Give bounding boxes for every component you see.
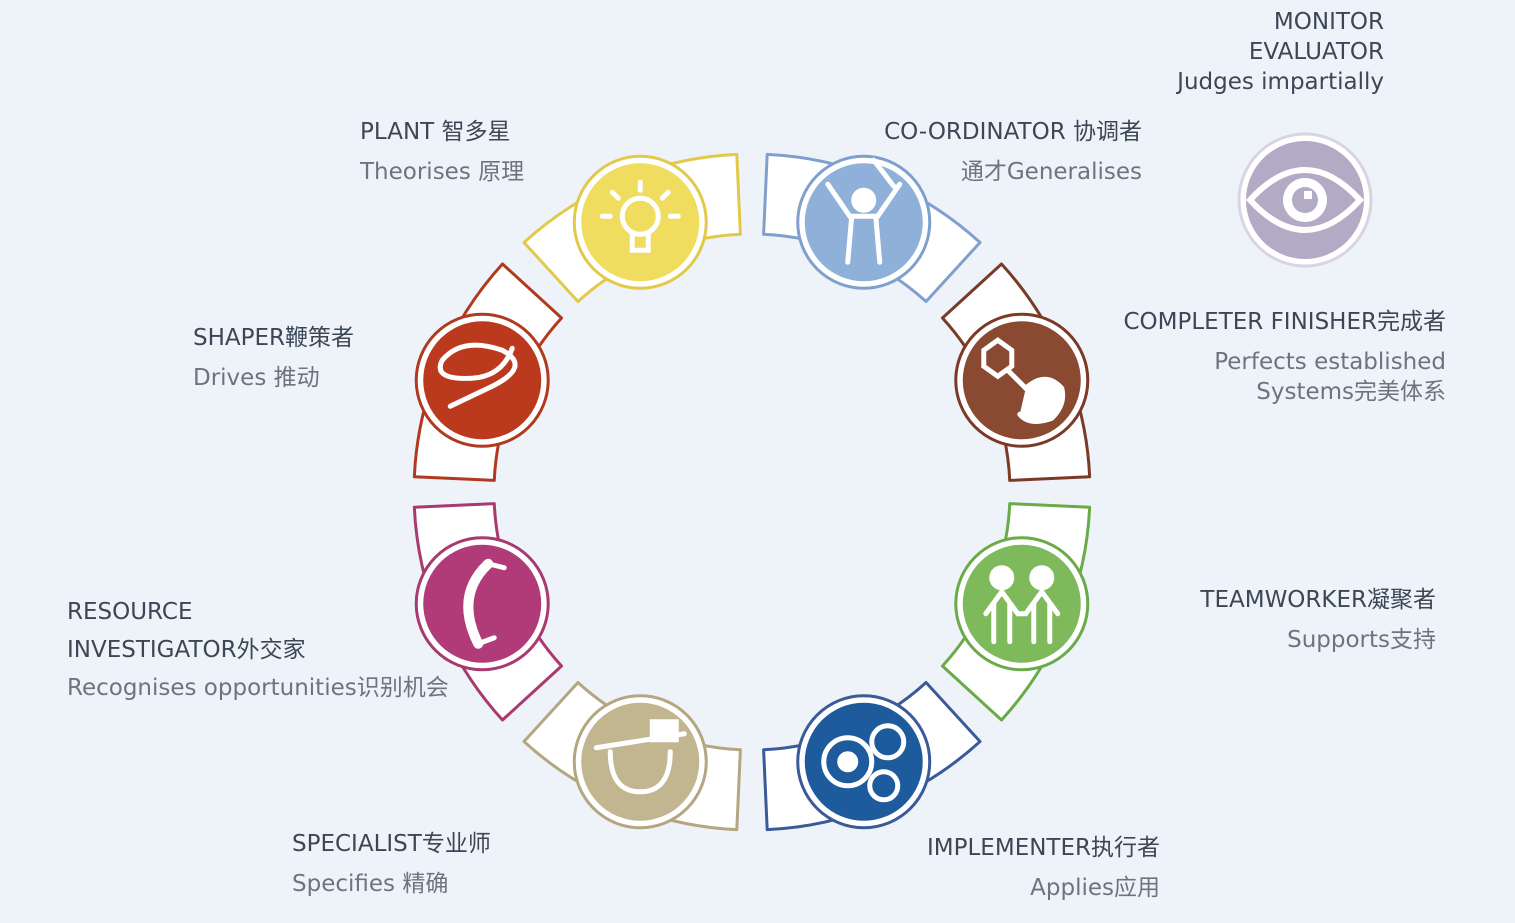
- specialist-subtitle: Specifies 精确: [292, 870, 449, 897]
- shaper-title: SHAPER鞭策者: [193, 325, 355, 351]
- monitor-medallion: [1237, 132, 1373, 268]
- plant-medallion: [572, 154, 708, 290]
- whip-icon: [437, 342, 518, 409]
- completer-label: COMPLETER FINISHER完成者 Perfects establish…: [1100, 308, 1446, 408]
- completer-title: COMPLETER FINISHER完成者: [1123, 309, 1446, 335]
- shaper-subtitle: Drives 推动: [193, 364, 320, 391]
- implementer-label: IMPLEMENTER执行者 Applies应用: [900, 834, 1160, 904]
- specialist-label: SPECIALIST专业师 Specifies 精确: [292, 830, 491, 900]
- resource-label: RESOURCE INVESTIGATOR外交家 Recognises oppo…: [67, 598, 449, 704]
- plant-title: PLANT 智多星: [360, 119, 511, 145]
- plant-subtitle: Theorises 原理: [360, 158, 525, 185]
- teamworker-label: TEAMWORKER凝聚者 Supports支持: [1160, 586, 1436, 656]
- monitor-title-line-2: EVALUATOR: [1248, 38, 1384, 65]
- shaper-label: SHAPER鞭策者 Drives 推动: [193, 324, 354, 394]
- resource-title-line-2: INVESTIGATOR外交家: [67, 636, 306, 663]
- coordinator-subtitle: 通才Generalises: [960, 158, 1142, 185]
- teamworker-medallion: [954, 536, 1090, 672]
- implementer-title: IMPLEMENTER执行者: [927, 835, 1160, 861]
- completer-subtitle-line-2: Systems完美体系: [1256, 378, 1446, 405]
- monitor-title-line-1: MONITOR: [1273, 9, 1384, 35]
- two-people-icon: [983, 565, 1061, 645]
- specialist-medallion: [572, 694, 708, 830]
- specialist-title: SPECIALIST专业师: [292, 831, 491, 857]
- wrench-hand-icon: [981, 337, 1066, 424]
- resource-subtitle: Recognises opportunities识别机会: [67, 674, 449, 701]
- eye-icon: [1245, 167, 1365, 233]
- implementer-medallion: [796, 694, 932, 830]
- coordinator-label: CO-ORDINATOR 协调者 通才Generalises: [850, 118, 1142, 188]
- completer-subtitle-line-1: Perfects established: [1214, 348, 1446, 375]
- coordinator-title: CO-ORDINATOR 协调者: [884, 119, 1142, 145]
- lightbulb-icon: [599, 179, 681, 253]
- implementer-subtitle: Applies应用: [1030, 874, 1160, 901]
- completer-medallion: [954, 312, 1090, 448]
- teamworker-title: TEAMWORKER凝聚者: [1200, 587, 1436, 613]
- conductor-icon: [825, 157, 903, 265]
- plant-label: PLANT 智多星 Theorises 原理: [360, 118, 524, 188]
- gears-icon: [821, 723, 907, 803]
- resource-title-line-1: RESOURCE: [67, 599, 193, 625]
- monitor-label: MONITOR EVALUATOR Judges impartially: [1130, 8, 1384, 98]
- telephone-icon: [463, 558, 507, 649]
- shaper-medallion: [414, 312, 550, 448]
- micrometer-icon: [593, 719, 687, 795]
- monitor-subtitle: Judges impartially: [1177, 68, 1384, 95]
- coordinator-medallion: [796, 154, 932, 290]
- teamworker-subtitle: Supports支持: [1287, 626, 1436, 653]
- resource-medallion: [414, 536, 550, 672]
